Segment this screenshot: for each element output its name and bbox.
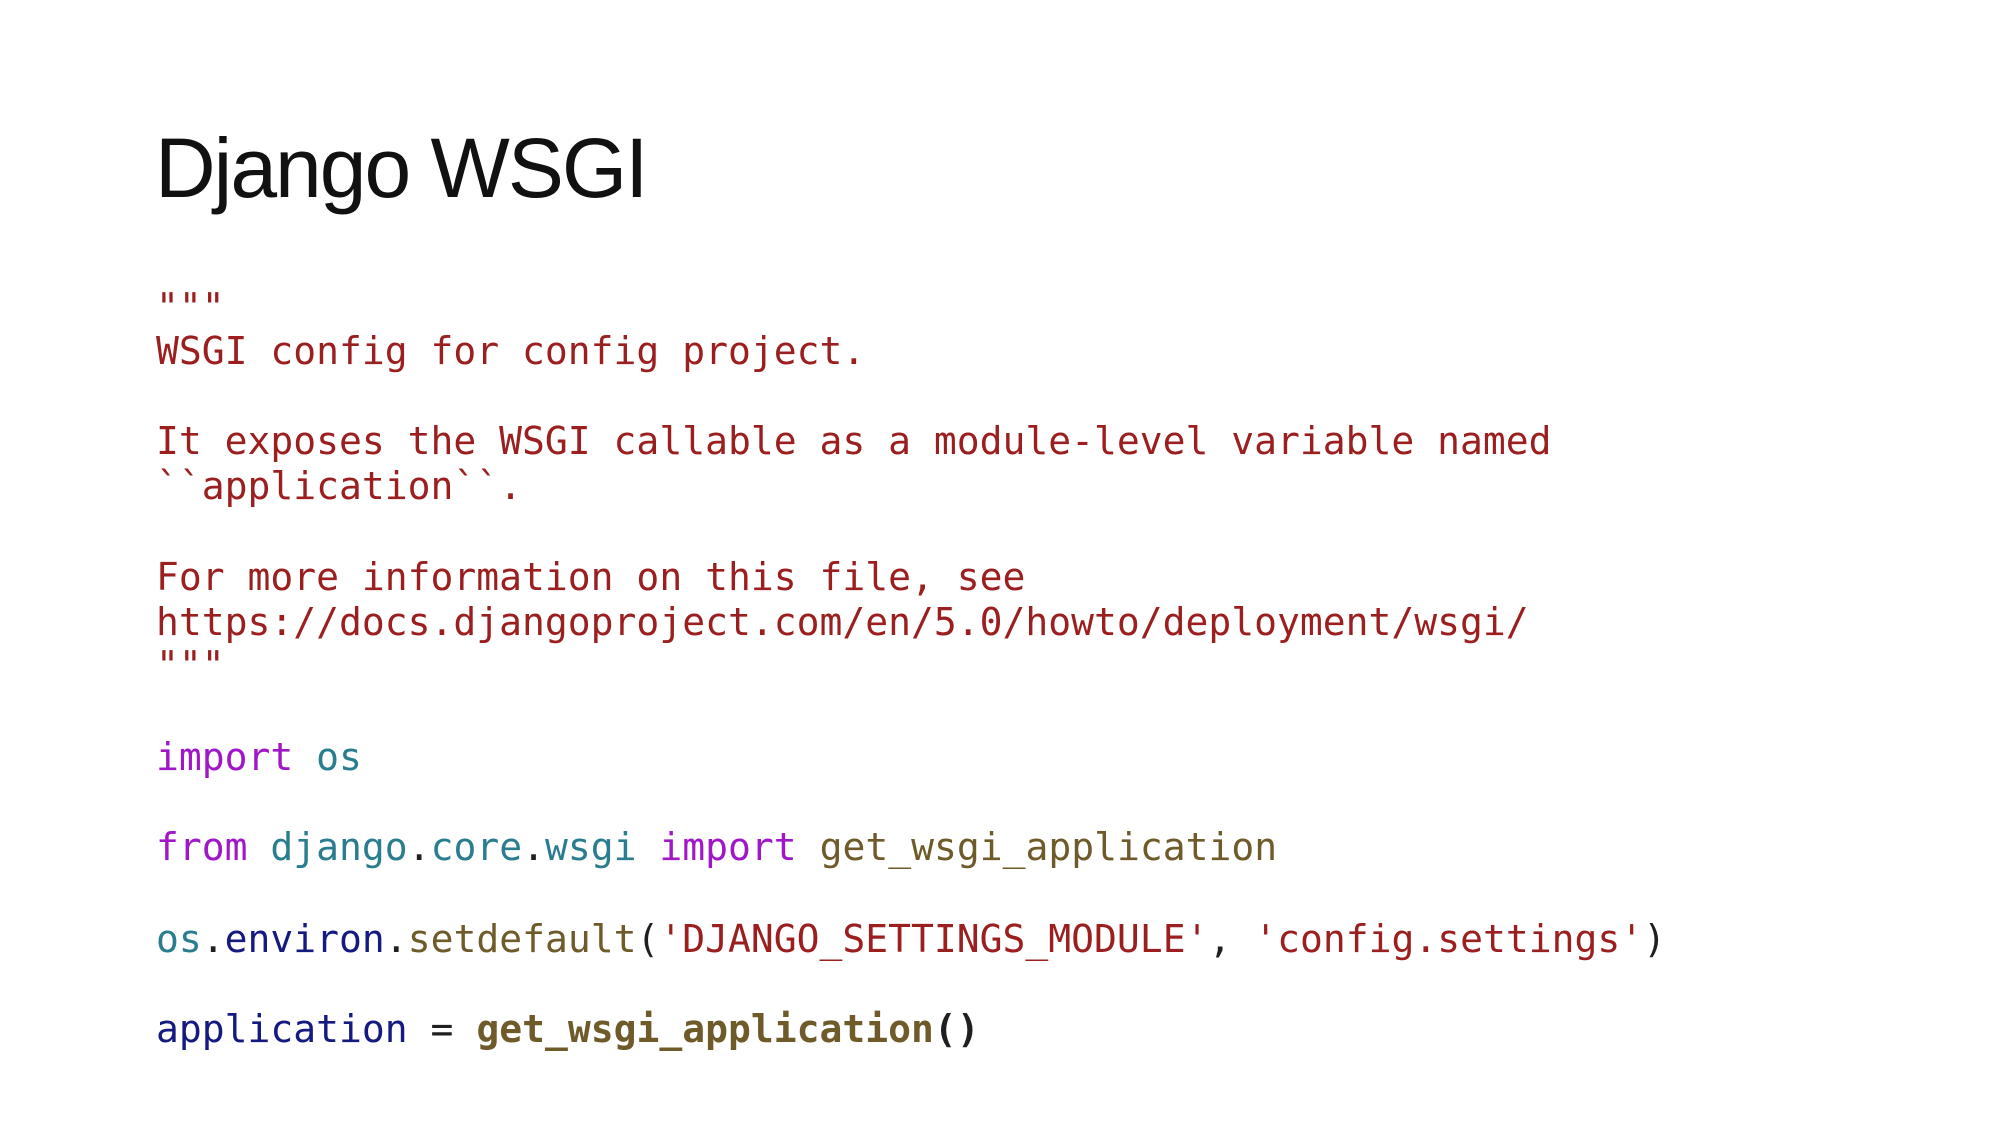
docstring-line: WSGI config for config project. (156, 329, 866, 373)
keyword-from: from (156, 825, 248, 869)
slide-title: Django WSGI (155, 121, 649, 215)
close-paren: ) (1643, 917, 1667, 961)
docstring-close: """ (156, 643, 225, 687)
dot: . (201, 917, 225, 961)
code-line-import-os: import os (156, 738, 362, 776)
code-line-assignment: application = get_wsgi_application() (156, 1010, 980, 1048)
call-parens: () (933, 1007, 980, 1051)
keyword-import: import (156, 735, 294, 779)
assign-operator: = (407, 1007, 477, 1051)
module-name: os (316, 735, 362, 779)
dot: . (522, 825, 545, 869)
string-argument: 'config.settings' (1254, 917, 1644, 961)
string-argument: 'DJANGO_SETTINGS_MODULE' (659, 917, 1209, 961)
method-name: setdefault (407, 917, 637, 961)
dot: . (407, 825, 431, 869)
module-name: core (430, 825, 523, 869)
keyword-import: import (659, 825, 797, 869)
docstring-line: It exposes the WSGI callable as a module… (156, 419, 1552, 463)
code-line-setdefault: os.environ.setdefault('DJANGO_SETTINGS_M… (156, 920, 1666, 958)
docstring-line: ``application``. (156, 464, 523, 508)
imported-function: get_wsgi_application (819, 825, 1278, 869)
module-name: os (156, 917, 202, 961)
docstring-line: https://docs.djangoproject.com/en/5.0/ho… (156, 600, 1529, 644)
variable-name: application (156, 1007, 408, 1051)
open-paren: ( (636, 917, 660, 961)
module-name: wsgi (544, 825, 637, 869)
docstring-open: """ (156, 285, 225, 329)
attribute-name: environ (224, 917, 385, 961)
function-call: get_wsgi_application (476, 1007, 934, 1051)
module-name: django (270, 825, 408, 869)
comma: , (1208, 917, 1255, 961)
dot: . (384, 917, 408, 961)
code-line-from-import: from django.core.wsgi import get_wsgi_ap… (156, 828, 1277, 866)
docstring-line: For more information on this file, see (156, 555, 1026, 599)
